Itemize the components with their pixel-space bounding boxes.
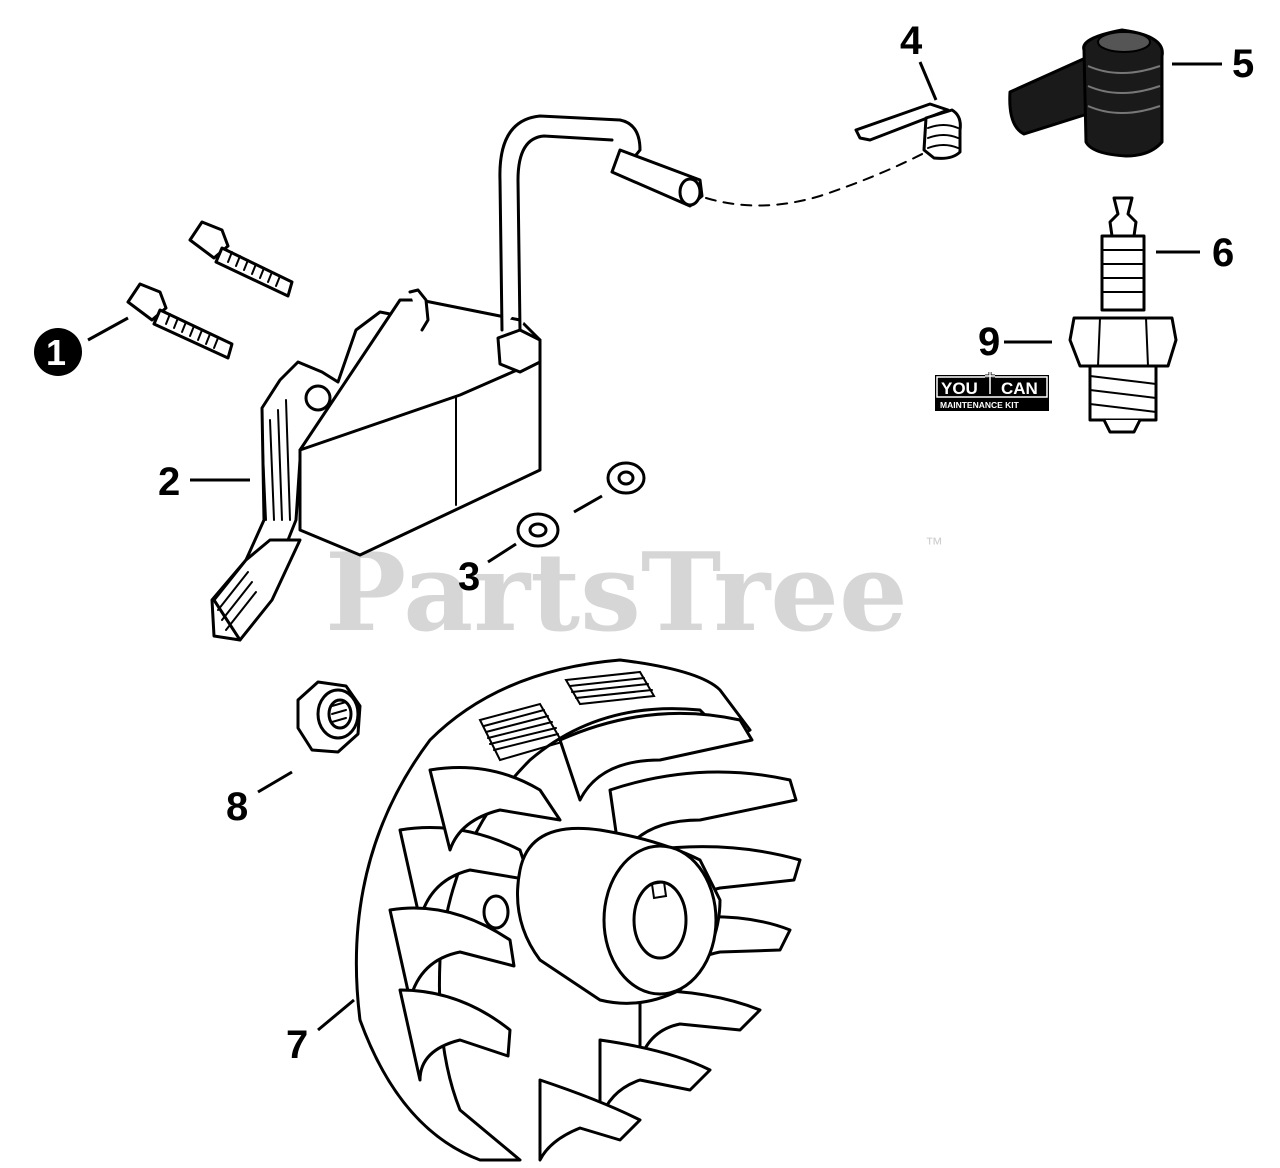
callout-5: 5 [1232, 42, 1254, 86]
screw-lower[interactable] [126, 282, 234, 360]
callout-3: 3 [458, 555, 480, 599]
watermark-text: PartsTree [325, 530, 908, 656]
part-5-spark-plug-boot[interactable]: 5 [1008, 28, 1254, 158]
part-1-screws[interactable]: 1 [34, 220, 294, 376]
part-2-ignition-coil[interactable]: 2 [158, 114, 931, 642]
maintenance-kit-logo: YOU CAN MAINTENANCE KIT [935, 372, 1049, 411]
watermark: PartsTree ™ [325, 530, 943, 656]
part-3-washers[interactable]: 3 [458, 461, 646, 599]
watermark-tm: ™ [925, 534, 943, 554]
callout-1-badge [34, 328, 82, 376]
callout-1: 1 [46, 332, 66, 373]
logo-can: CAN [1001, 379, 1038, 398]
callout-2: 2 [158, 460, 180, 504]
callout-8: 8 [226, 785, 248, 829]
screw-upper[interactable] [188, 220, 294, 298]
logo-you: YOU [941, 379, 978, 398]
part-4-terminal-spring[interactable]: 4 [854, 19, 962, 160]
callout-7: 7 [286, 1023, 308, 1067]
logo-maintenance-kit: MAINTENANCE KIT [940, 400, 1020, 410]
callout-4: 4 [900, 19, 923, 63]
part-7-flywheel[interactable]: 7 [286, 658, 802, 1162]
callout-9: 9 [978, 320, 1000, 364]
part-8-flywheel-nut[interactable]: 8 [226, 680, 362, 829]
part-6-spark-plug[interactable]: 6 9 [978, 196, 1234, 434]
callout-6: 6 [1212, 231, 1234, 275]
